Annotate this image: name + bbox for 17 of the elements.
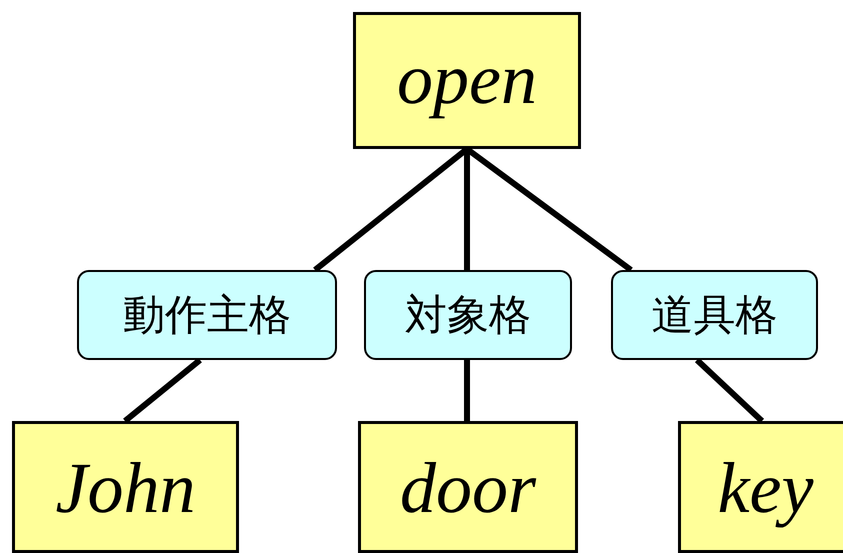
case-label-text: 動作主格 [123,290,291,340]
word-text: key [718,448,814,528]
word-text: open [397,39,537,119]
case-label-box [77,270,337,360]
case-label-box [364,270,572,360]
word-box [678,421,843,553]
connector-line [694,358,764,424]
word-box [12,421,239,553]
connector-line [464,360,470,421]
case-label-box [611,270,818,360]
case-label-text: 対象格 [405,290,531,340]
word-box [353,12,581,149]
connector-line [123,358,202,424]
word-text: John [56,448,196,528]
word-text: door [400,448,536,528]
word-box [358,421,578,553]
case-label-text: 道具格 [652,290,778,340]
